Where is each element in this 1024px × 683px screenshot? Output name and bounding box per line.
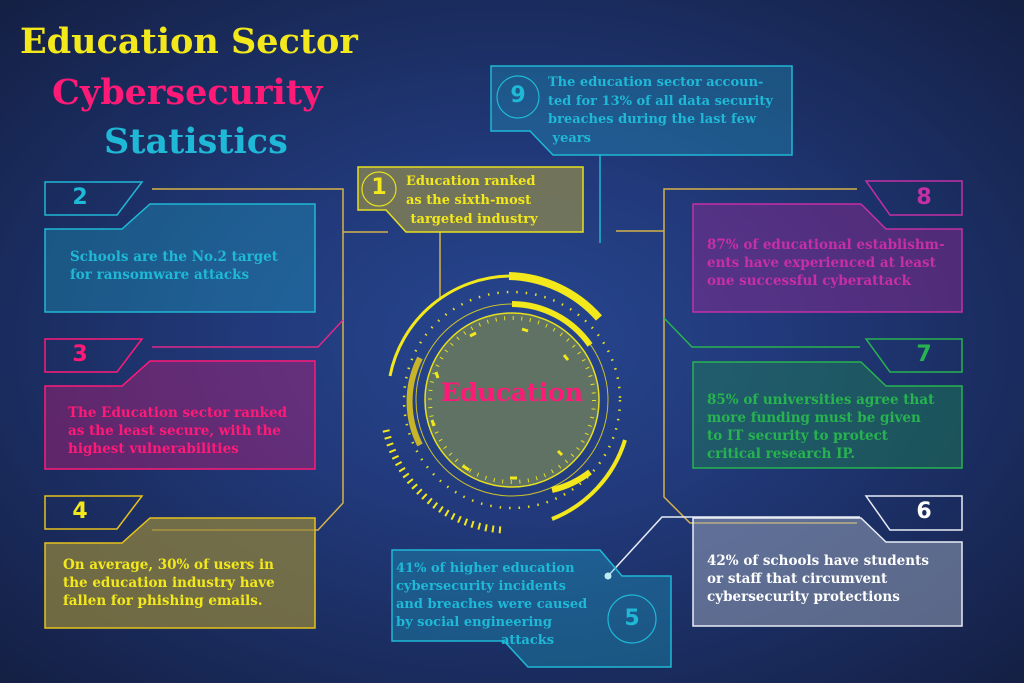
title-line-3: Statistics (104, 121, 288, 162)
stat-1-line: targeted industry (406, 212, 538, 227)
stat-4-number: 4 (72, 499, 88, 524)
dial-graphic (382, 272, 627, 534)
stat-5-text: 41% of higher education cybersecurity in… (396, 560, 587, 650)
stat-2-text: Schools are the No.2 target for ransomwa… (70, 248, 278, 284)
stat-3-line: The Education sector ranked (68, 405, 288, 421)
stat-5-line: attacks (501, 633, 555, 648)
stat-3-text: The Education sector ranked as the least… (68, 404, 287, 458)
stat-8-line: one successful cyberattack (707, 273, 911, 289)
stat-2-number: 2 (72, 185, 88, 210)
stat-8-text: 87% of educational establishm- ents have… (707, 236, 945, 290)
stat-4-line: On average, 30% of users in (63, 557, 274, 573)
center-label: Education (440, 378, 584, 407)
stat-1-line: as the sixth-most (406, 193, 532, 208)
stat-8-line: ents have experienced at least (707, 255, 936, 271)
stat-7-line: 85% of universities agree that (707, 392, 935, 408)
stat-6-line: cybersecurity protections (707, 589, 900, 605)
stat-5-line: and breaches were caused (396, 597, 588, 612)
stat-3-number: 3 (72, 342, 88, 367)
stat-3-line: highest vulnerabilities (68, 441, 239, 457)
stat-4-line: the education industry have (63, 575, 275, 591)
stat-4-line: fallen for phishing emails. (63, 593, 263, 609)
stat-6-text: 42% of schools have students or staff th… (707, 552, 929, 606)
stat-6-line: 42% of schools have students (707, 553, 929, 569)
stat-6-number: 6 (916, 499, 932, 524)
stat-7-text: 85% of universities agree that more fund… (707, 391, 934, 463)
stat-7-number: 7 (916, 342, 932, 367)
stat-8-number: 8 (916, 185, 932, 210)
stat-8-line: 87% of educational establishm- (707, 237, 945, 253)
stat-9-line: years (548, 130, 591, 146)
stat-7-line: critical research IP. (707, 446, 856, 462)
stat-9-text: The education sector accoun- ted for 13%… (548, 74, 773, 148)
stat-2-line: Schools are the No.2 target (70, 249, 278, 265)
stat-4-text: On average, 30% of users in the educatio… (63, 556, 275, 610)
stat-5-number: 5 (624, 606, 640, 631)
stat-7-line: more funding must be given (707, 410, 921, 426)
stat-5-line: by social engineering (396, 615, 552, 630)
stat-9-number: 9 (510, 83, 526, 108)
stat-9-line: breaches during the last few (548, 112, 757, 127)
stat-9-line: The education sector accoun- (548, 75, 764, 90)
stat-5-line: cybersecurity incidents (396, 579, 566, 594)
stat-5-line: 41% of higher education (396, 561, 575, 576)
title-line-1: Education Sector (20, 21, 358, 62)
stat-9-line: ted for 13% of all data security (548, 93, 773, 109)
stat-1-text: Education ranked as the sixth-most targe… (406, 172, 538, 229)
stat-1-number: 1 (371, 175, 387, 200)
stat-7-line: to IT security to protect (707, 428, 889, 444)
title-line-2: Cybersecurity (52, 72, 323, 113)
stat-1-line: Education ranked (406, 174, 536, 189)
stat-2-line: for ransomware attacks (70, 267, 250, 283)
stat-6-line: or staff that circumvent (707, 571, 888, 587)
stat-3-line: as the least secure, with the (68, 423, 281, 439)
